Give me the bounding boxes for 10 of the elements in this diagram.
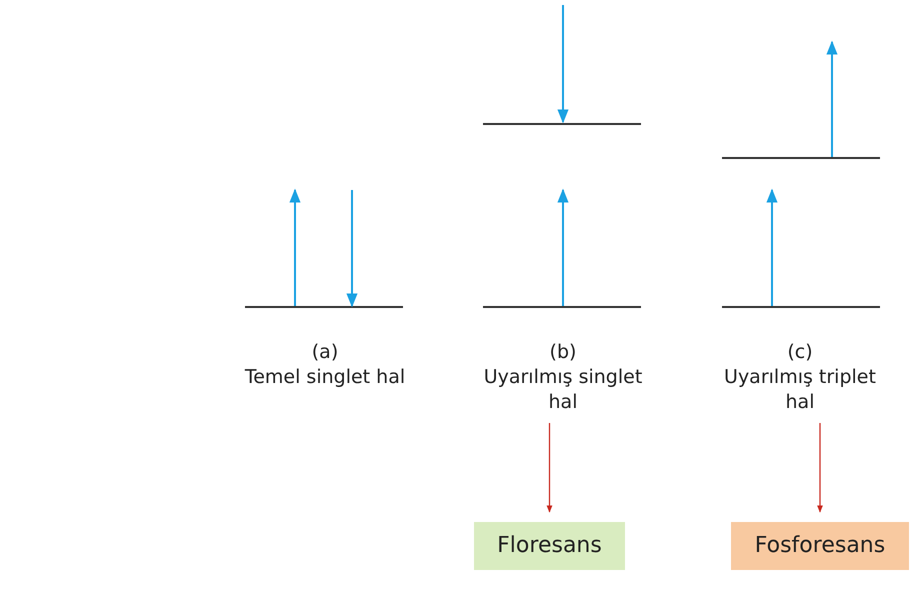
arrow [817,423,823,513]
result-label: Fosforesans [731,522,909,570]
state-caption: Uyarılmış triplet hal [723,365,877,415]
state-letter: (b) [548,340,578,365]
state-caption: Uyarılmış singlet hal [482,365,644,415]
state-letter: (a) [310,340,340,365]
state-letter: (c) [786,340,814,365]
state-caption: Temel singlet hal [244,365,406,390]
result-label: Floresans [474,522,625,570]
arrow [546,423,552,513]
